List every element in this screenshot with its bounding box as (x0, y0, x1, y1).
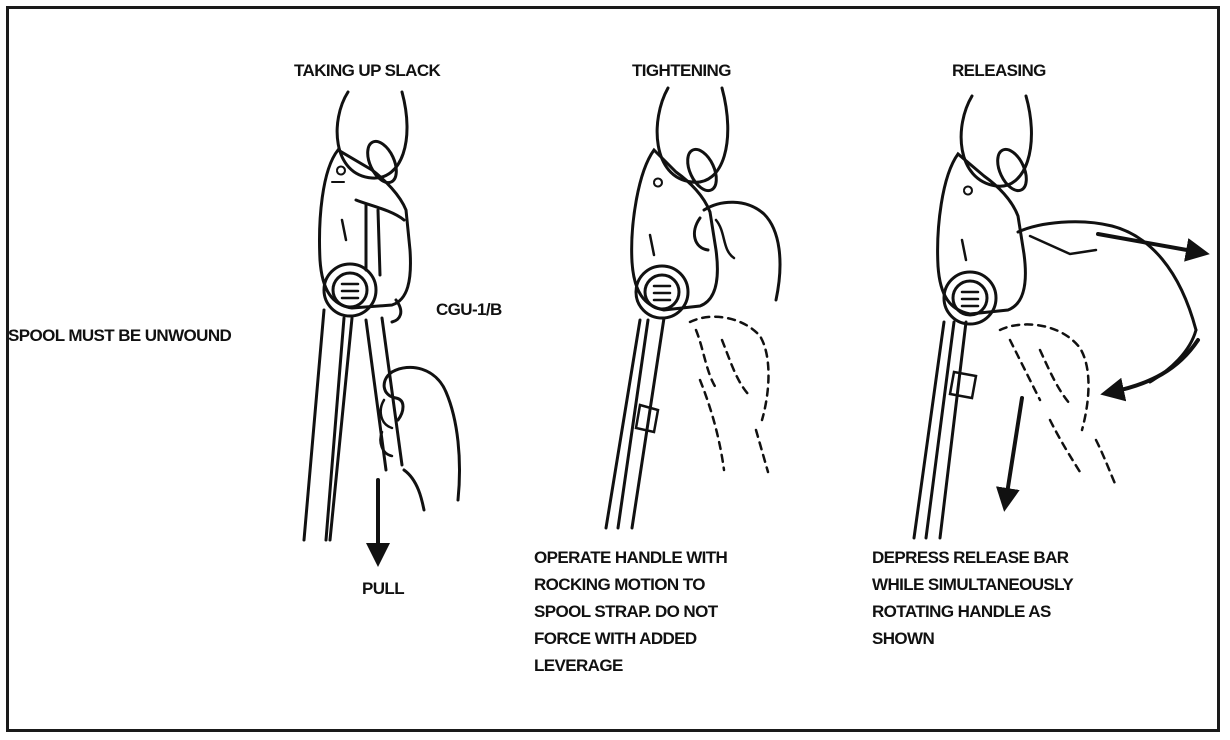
label-pull: PULL (362, 575, 404, 602)
caption-releasing: DEPRESS RELEASE BAR WHILE SIMULTANEOUSLY… (872, 544, 1073, 652)
ratchet-device-releasing (914, 96, 1198, 538)
title-releasing: RELEASING (952, 57, 1046, 84)
caption-tightening-line: SPOOL STRAP. DO NOT (534, 598, 727, 625)
label-spool-must-be-unwound: SPOOL MUST BE UNWOUND (8, 322, 231, 349)
caption-tightening-line: OPERATE HANDLE WITH (534, 544, 727, 571)
caption-releasing-line: SHOWN (872, 625, 1073, 652)
caption-releasing-line: WHILE SIMULTANEOUSLY (872, 571, 1073, 598)
title-taking-up-slack: TAKING UP SLACK (294, 57, 440, 84)
caption-tightening: OPERATE HANDLE WITH ROCKING MOTION TO SP… (534, 544, 727, 679)
caption-releasing-line: DEPRESS RELEASE BAR (872, 544, 1073, 571)
title-tightening: TIGHTENING (632, 57, 731, 84)
ratchet-device-slack (304, 92, 460, 555)
ratchet-device-tightening (606, 88, 780, 528)
caption-releasing-line: ROTATING HANDLE AS (872, 598, 1073, 625)
caption-tightening-line: ROCKING MOTION TO (534, 571, 727, 598)
caption-tightening-line: FORCE WITH ADDED (534, 625, 727, 652)
caption-tightening-line: LEVERAGE (534, 652, 727, 679)
label-model: CGU-1/B (436, 296, 502, 323)
